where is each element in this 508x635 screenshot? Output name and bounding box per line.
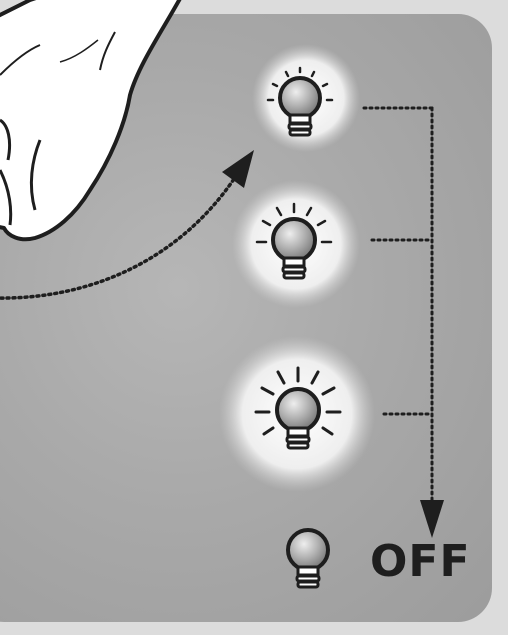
- hand-press-icon: [0, 0, 190, 239]
- arrow-icon: [222, 150, 254, 188]
- connector-lines: [364, 108, 432, 506]
- down-arrow-icon: [420, 500, 444, 538]
- light-bulb-off-icon: [288, 530, 328, 587]
- off-label: OFF: [370, 540, 471, 584]
